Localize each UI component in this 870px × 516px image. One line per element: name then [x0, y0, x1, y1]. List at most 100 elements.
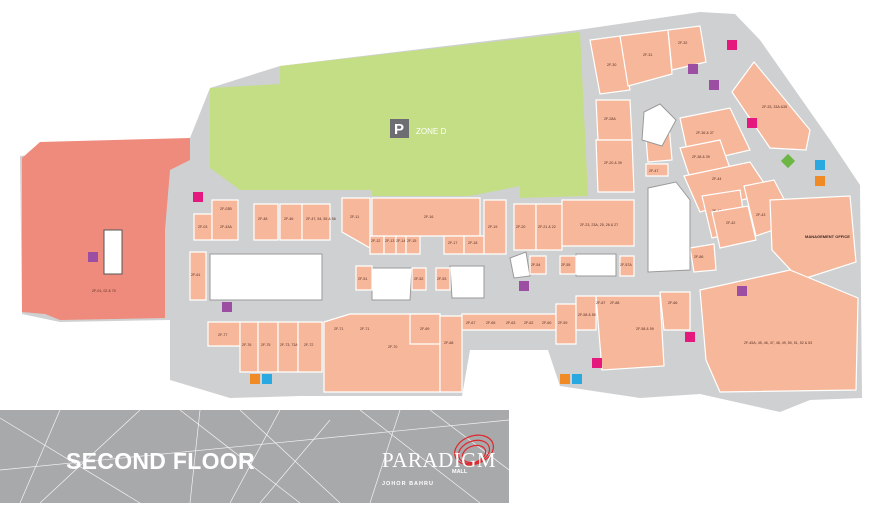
- unit-2f-28[interactable]: [595, 139, 635, 193]
- atrium-right: [647, 181, 691, 273]
- unit-label: 2F-72: [304, 343, 313, 347]
- unit-label: 2F-48: [258, 217, 267, 221]
- unit-label: 2F-18: [468, 241, 477, 245]
- unit-label: 2F-68: [444, 341, 453, 345]
- unit-label: 2F-62: [524, 321, 533, 325]
- logo-swirl-icon: [454, 434, 494, 466]
- unit-2f-46[interactable]: [279, 203, 303, 241]
- atrium-left: [209, 253, 323, 301]
- unit-2f-58[interactable]: [575, 295, 597, 331]
- unit-label: 2F-51: [358, 277, 367, 281]
- unit-2f-75[interactable]: [257, 321, 279, 373]
- unit-label: 2F-47, 54, 55 & 56: [306, 217, 336, 221]
- unit-2f-19[interactable]: [483, 199, 507, 255]
- unit-2f-30[interactable]: [589, 35, 631, 95]
- unit-label: 2F-60: [542, 321, 551, 325]
- unit-2f-42[interactable]: [711, 205, 757, 249]
- unit-2f-66[interactable]: [659, 291, 691, 331]
- management-office-label: MANAGEMENT OFFICE: [805, 234, 850, 239]
- unit-2f-86[interactable]: [689, 243, 717, 273]
- unit-2f-18[interactable]: [463, 235, 485, 255]
- unit-2f-73[interactable]: [277, 321, 299, 373]
- unit-label: 2F-21 & 22: [538, 225, 556, 229]
- unit-2f-59[interactable]: [555, 303, 577, 345]
- unit-2f-52[interactable]: [411, 267, 427, 291]
- unit-label: 2F-23, 23A, 25, 26 & 27: [580, 223, 618, 227]
- unit-label: 2F-52: [414, 277, 423, 281]
- unit-label: 2F-20: [516, 225, 525, 229]
- escalator-icon: [737, 286, 747, 296]
- guest-icon: [262, 374, 272, 384]
- unit-label: 2F-03B: [220, 207, 232, 211]
- parking-zone-d[interactable]: [210, 32, 588, 198]
- unit-2f-44a[interactable]: [253, 203, 279, 241]
- info-icon: [815, 176, 825, 186]
- logo-subtitle: MALL: [452, 469, 468, 475]
- unit-label: 2F-28A: [604, 117, 616, 121]
- unit-2f-03a[interactable]: [211, 199, 239, 241]
- restroom-icon: [727, 40, 737, 50]
- unit-label: 2F-13: [385, 239, 394, 243]
- unit-2f-56[interactable]: [595, 295, 665, 371]
- unit-2f-47-54[interactable]: [301, 203, 331, 241]
- anchor-escalator-block: [103, 229, 123, 275]
- floor-title: SECOND FLOOR: [66, 448, 255, 474]
- unit-label: 2F-11: [350, 215, 359, 219]
- restroom-icon: [747, 118, 757, 128]
- unit-label: 2F-42: [726, 221, 735, 225]
- unit-label: 2F-71: [360, 327, 369, 331]
- parking-icon-glyph: P: [394, 121, 404, 138]
- unit-label: 2F-75: [261, 343, 270, 347]
- unit-label: 2F-44: [712, 177, 721, 181]
- atrium-center-4: [575, 253, 617, 277]
- unit-2f-17[interactable]: [443, 235, 465, 255]
- unit-label: 2F-67: [466, 321, 475, 325]
- anchor-tenant[interactable]: [22, 138, 190, 320]
- unit-2f-54[interactable]: [529, 255, 547, 275]
- unit-2f-33[interactable]: [731, 61, 811, 151]
- unit-2f-76[interactable]: [239, 321, 259, 373]
- unit-2f-23[interactable]: [561, 199, 635, 247]
- unit-label: 2F-87: [596, 301, 605, 305]
- unit-label: 2F-66: [668, 301, 677, 305]
- unit-label: 2F-73, 73A & 75: [280, 343, 306, 347]
- unit-label: 2F-43: [756, 213, 765, 217]
- management-office[interactable]: [769, 195, 857, 281]
- anchor-label: 2F-01, 02 & 70: [92, 289, 116, 293]
- unit-2f-72[interactable]: [297, 321, 323, 373]
- unit-2f-32[interactable]: [667, 25, 707, 71]
- info-icon: [560, 374, 570, 384]
- logo-name: PARADIGM: [382, 448, 497, 472]
- unit-2f-57a[interactable]: [619, 255, 635, 277]
- unit-2f-55[interactable]: [559, 255, 577, 275]
- floor-banner: SECOND FLOOR PARADIGM MALL JOHOR BAHRU: [0, 410, 509, 503]
- unit-label: 2F-58 & 59: [578, 313, 596, 317]
- mall-logo: PARADIGM MALL JOHOR BAHRU: [378, 428, 498, 494]
- atrium-center-3: [509, 251, 531, 279]
- unit-2f-31[interactable]: [619, 29, 673, 87]
- unit-2f-21[interactable]: [535, 203, 563, 251]
- restroom-icon: [592, 358, 602, 368]
- guest-icon: [572, 374, 582, 384]
- unit-label: 2F-12: [371, 239, 380, 243]
- unit-2f-45a-cluster[interactable]: [699, 269, 859, 393]
- unit-label: 2F-43A: [220, 225, 232, 229]
- info-icon: [250, 374, 260, 384]
- restroom-icon: [685, 332, 695, 342]
- unit-label: 2F-36 & 37: [696, 131, 714, 135]
- unit-label: 2F-55: [561, 263, 570, 267]
- unit-2f-68[interactable]: [439, 315, 463, 393]
- unit-2f-53[interactable]: [435, 267, 451, 291]
- unit-2f-47[interactable]: [645, 163, 669, 177]
- unit-2f-61[interactable]: [189, 251, 207, 301]
- unit-2f-51[interactable]: [355, 265, 373, 291]
- unit-label: 2F-16: [424, 215, 433, 219]
- banner-decoration: [0, 410, 509, 503]
- unit-label: 2F-70: [388, 345, 397, 349]
- unit-label: 2F-14: [396, 239, 405, 243]
- unit-label: 2F-20 & 39: [604, 161, 622, 165]
- logo-location: JOHOR BAHRU: [382, 481, 434, 487]
- unit-label: 2F-33, 33A &35: [762, 105, 787, 109]
- unit-label: 2F-71: [334, 327, 343, 331]
- unit-label: 2F-65: [486, 321, 495, 325]
